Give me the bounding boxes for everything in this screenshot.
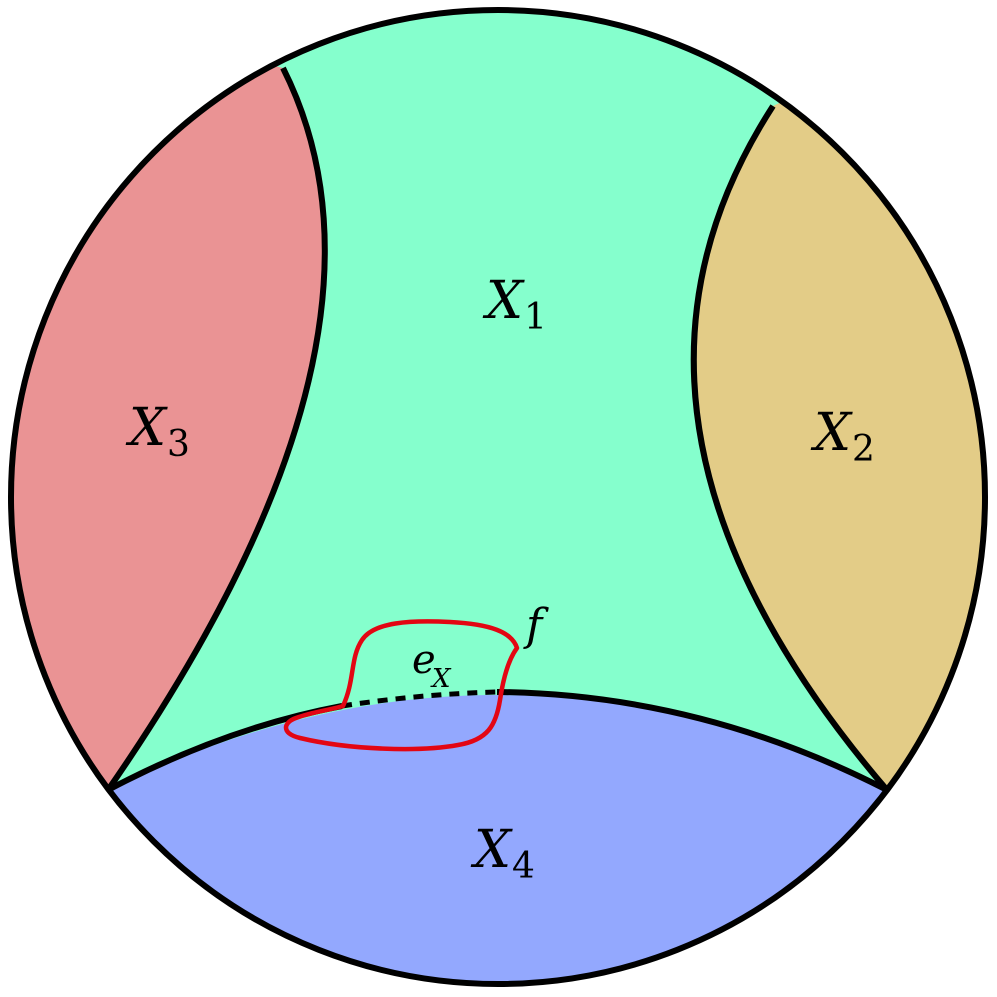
disk-boundary <box>8 7 988 987</box>
label-x4: X 4 <box>470 820 535 887</box>
svg-text:X: X <box>470 820 513 880</box>
label-e-x: e X <box>412 637 452 694</box>
svg-text:3: 3 <box>167 424 190 465</box>
geodesic-x1-x3 <box>105 66 328 792</box>
geodesic-x1-x4-dashed <box>341 689 498 709</box>
svg-text:4: 4 <box>512 846 535 887</box>
svg-text:1: 1 <box>524 297 547 338</box>
loop-curve <box>283 619 520 752</box>
label-x3: X 3 <box>125 398 190 465</box>
svg-text:e: e <box>412 637 436 683</box>
geodesic-x1-x2 <box>690 104 890 792</box>
label-x2: X 2 <box>810 403 875 470</box>
svg-text:X: X <box>430 664 452 694</box>
label-x1: X 1 <box>482 271 547 338</box>
svg-text:X: X <box>482 271 525 331</box>
svg-text:X: X <box>810 403 853 463</box>
geodesic-x1-x4-right <box>496 689 889 793</box>
svg-text:X: X <box>125 398 168 458</box>
svg-text:2: 2 <box>852 429 875 470</box>
